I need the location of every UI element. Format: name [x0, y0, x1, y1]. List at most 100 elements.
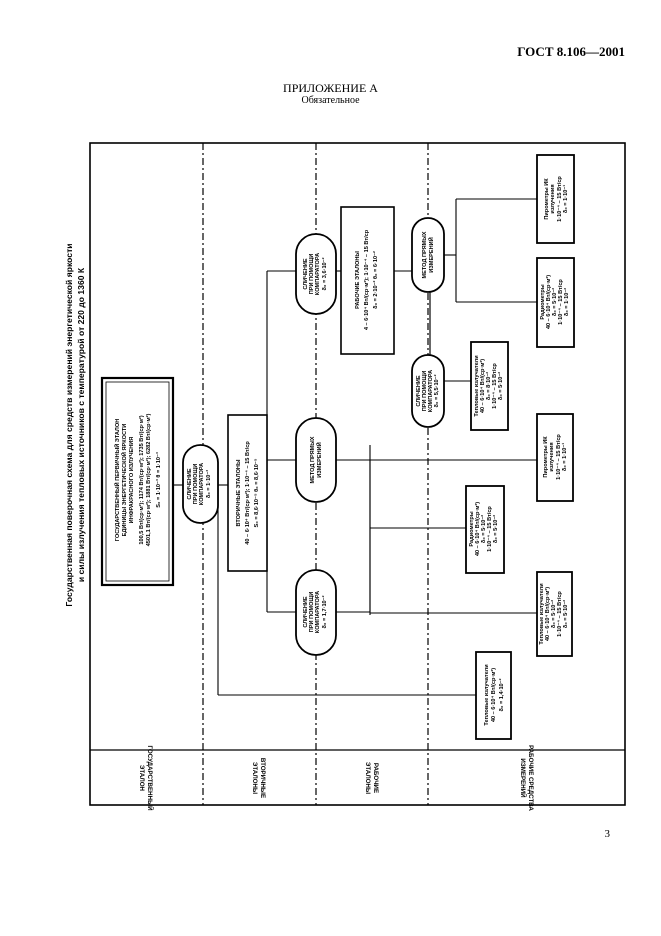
svg-text:40 – 6·10⁴ Вт/(ср·м²): 40 – 6·10⁴ Вт/(ср·м²) [544, 587, 551, 641]
svg-text:δ₀ = 5·10⁻²: δ₀ = 5·10⁻² [550, 600, 557, 628]
svg-text:КОМПАРАТОРА: КОМПАРАТОРА [315, 591, 321, 633]
instrument-box-3: Радиометры 40 – 6·10⁴ Вт/(ср·м²) δ₀ = 5·… [465, 485, 505, 574]
comparator-oval-working: СЛИЧЕНИЕ ПРИ ПОМОЩИ КОМПАРАТОРА δ₀ = 5,5… [411, 354, 445, 428]
diagram-title-line1: Государственная поверочная схема для сре… [64, 243, 74, 606]
svg-text:δ₀ = 3,6·10⁻²: δ₀ = 3,6·10⁻² [321, 257, 328, 290]
svg-text:Пирометры ИК: Пирометры ИК [544, 178, 550, 220]
svg-text:СЛИЧЕНИЕ: СЛИЧЕНИЕ [416, 375, 422, 407]
svg-text:δ₀ = 1,7·10⁻²: δ₀ = 1,7·10⁻² [321, 595, 328, 628]
svg-text:ЕДИНИЦЫ ЭНЕРГЕТИЧЕСКОЙ ЯРКОСТИ: ЕДИНИЦЫ ЭНЕРГЕТИЧЕСКОЙ ЯРКОСТИ [120, 424, 128, 537]
svg-text:δ₀ = 5·10⁻²: δ₀ = 5·10⁻² [492, 515, 499, 543]
svg-text:1·10⁻⁴ – 15 Вт/ср: 1·10⁻⁴ – 15 Вт/ср [558, 279, 564, 325]
svg-text:40 – 6·10⁴ Вт/(ср·м²); 1·10⁻⁴: 40 – 6·10⁴ Вт/(ср·м²); 1·10⁻⁴ – 15 Вт/ср [244, 441, 251, 545]
svg-text:СЛИЧЕНИЕ: СЛИЧЕНИЕ [303, 596, 309, 628]
comparator-oval-primary: СЛИЧЕНИЕ ПРИ ПОМОЩИ КОМПАРАТОРА δ₀ = 1·1… [182, 444, 219, 524]
svg-text:КОМПАРАТОРА: КОМПАРАТОРА [315, 253, 321, 295]
svg-text:40 – 6·10⁴ Вт/(ср·м²): 40 – 6·10⁴ Вт/(ср·м²) [490, 668, 497, 722]
appendix-status: Обязательное [301, 95, 360, 106]
svg-text:Тепловые излучатели: Тепловые излучатели [474, 355, 480, 417]
level-label-state: ГОСУДАРСТВЕННЫЙ ЭТАЛОН [138, 745, 154, 811]
svg-text:ПРИ ПОМОЩИ: ПРИ ПОМОЩИ [309, 254, 315, 294]
svg-text:ПРИ ПОМОЩИ: ПРИ ПОМОЩИ [193, 464, 199, 504]
diagram-title-line2: и силы излучения тепловых источников с т… [76, 267, 86, 582]
svg-text:ИНФРАКРАСНОГО ИЗЛУЧЕНИЯ: ИНФРАКРАСНОГО ИЗЛУЧЕНИЯ [129, 437, 135, 524]
appendix-title: ПРИЛОЖЕНИЕ А [283, 81, 378, 95]
svg-text:ПРИ ПОМОЩИ: ПРИ ПОМОЩИ [309, 592, 315, 632]
svg-text:КОМПАРАТОРА: КОМПАРАТОРА [428, 370, 434, 412]
svg-text:ЭТАЛОН: ЭТАЛОН [138, 765, 145, 791]
svg-text:ПРИ ПОМОЩИ: ПРИ ПОМОЩИ [422, 371, 428, 411]
page-number: 3 [604, 828, 611, 840]
svg-text:ГОСУДАРСТВЕННЫЙ ПЕРВИЧНЫЙ ЭТАЛ: ГОСУДАРСТВЕННЫЙ ПЕРВИЧНЫЙ ЭТАЛОН [113, 419, 121, 541]
svg-text:МЕТОД ПРЯМЫХ: МЕТОД ПРЯМЫХ [310, 436, 316, 483]
direct-measurement-oval-working: МЕТОД ПРЯМЫХ ИЗМЕРЕНИЙ [411, 217, 445, 293]
svg-text:РАБОЧИЕ СРЕДСТВА: РАБОЧИЕ СРЕДСТВА [527, 745, 534, 811]
svg-text:МЕТОД ПРЯМЫХ: МЕТОД ПРЯМЫХ [422, 231, 428, 278]
svg-text:4501,1 Вт/(ср·м²); 1881 Вт/(ср: 4501,1 Вт/(ср·м²); 1881 Вт/(ср·м²); 6282… [145, 414, 152, 547]
svg-text:δ₀ = 5·10⁻²: δ₀ = 5·10⁻² [562, 600, 569, 628]
diagram-title: Государственная поверочная схема для сре… [64, 243, 86, 606]
svg-text:КОМПАРАТОРА: КОМПАРАТОРА [199, 463, 205, 505]
instrument-box-5: Тепловые излучатели 40 – 6·10⁴ Вт/(ср·м²… [470, 341, 509, 431]
instrument-box-2: Тепловые излучатели 40 – 6·10⁴ Вт/(ср·м²… [536, 571, 573, 657]
level-label-working-instruments: РАБОЧИЕ СРЕДСТВА ИЗМЕРЕНИЙ [519, 745, 534, 811]
svg-text:4 – 6·10⁴ Вт/(ср·м²); 1·10⁻⁴ –: 4 – 6·10⁴ Вт/(ср·м²); 1·10⁻⁴ – 15 Вт/ср [363, 229, 370, 330]
direct-measurement-oval: МЕТОД ПРЯМЫХ ИЗМЕРЕНИЙ [295, 417, 337, 503]
svg-text:δ₀ = 5·10⁻²: δ₀ = 5·10⁻² [480, 515, 487, 543]
level-label-working: РАБОЧИЕ ЭТАЛОНЫ [364, 762, 379, 794]
svg-text:40 – 6·10⁴ Вт/(ср·м²): 40 – 6·10⁴ Вт/(ср·м²) [479, 359, 486, 413]
svg-text:S₀ = 1·10⁻³ θ = 1·10⁻³: S₀ = 1·10⁻³ θ = 1·10⁻³ [155, 452, 162, 508]
svg-text:δ₀ = 8·10⁻²: δ₀ = 8·10⁻² [485, 372, 492, 400]
svg-text:δ₀ = 1·10⁻¹: δ₀ = 1·10⁻¹ [562, 185, 569, 213]
svg-text:ИЗМЕРЕНИЙ: ИЗМЕРЕНИЙ [427, 237, 435, 272]
svg-text:СЛИЧЕНИЕ: СЛИЧЕНИЕ [303, 258, 309, 290]
level-label-secondary: ВТОРИЧНЫЕ ЭТАЛОНЫ [251, 758, 266, 798]
primary-standard-box: ГОСУДАРСТВЕННЫЙ ПЕРВИЧНЫЙ ЭТАЛОН ЕДИНИЦЫ… [100, 376, 175, 587]
svg-text:1·10⁻⁴ – 15 Вт/ср: 1·10⁻⁴ – 15 Вт/ср [557, 176, 563, 222]
svg-text:ЭТАЛОНЫ: ЭТАЛОНЫ [364, 762, 371, 794]
svg-text:δ₀ = 5·10⁻²: δ₀ = 5·10⁻² [551, 288, 558, 316]
svg-text:S₀ = 8,6·10⁻⁵ θ₀ = 8,6·10⁻⁵: S₀ = 8,6·10⁻⁵ θ₀ = 8,6·10⁻⁵ [254, 458, 260, 527]
svg-text:100,5 Вт/(ср·м²); 1174 Вт/(ср·: 100,5 Вт/(ср·м²); 1174 Вт/(ср·м²); 1735 … [138, 415, 145, 544]
svg-text:1·10⁻⁴ – 15 Вт/ср: 1·10⁻⁴ – 15 Вт/ср [557, 591, 563, 637]
svg-text:Пирометры ИК: Пирометры ИК [543, 436, 549, 478]
svg-text:ГОСУДАРСТВЕННЫЙ: ГОСУДАРСТВЕННЫЙ [146, 745, 154, 811]
svg-text:РАБОЧИЕ: РАБОЧИЕ [372, 763, 379, 793]
svg-text:δ₀ = 2·10⁻² θ₀ = 6·10⁻²: δ₀ = 2·10⁻² θ₀ = 6·10⁻² [372, 251, 379, 309]
svg-text:излучения: излучения [550, 184, 556, 213]
svg-text:СЛИЧЕНИЕ: СЛИЧЕНИЕ [187, 468, 193, 500]
instrument-box-1: Тепловые излучатели 40 – 6·10⁴ Вт/(ср·м²… [475, 651, 512, 740]
svg-text:ВТОРИЧНЫЕ: ВТОРИЧНЫЕ [259, 758, 266, 798]
comparator-oval-secondary-right: СЛИЧЕНИЕ ПРИ ПОМОЩИ КОМПАРАТОРА δ₀ = 3,6… [295, 233, 337, 315]
secondary-standard-box: ВТОРИЧНЫЕ ЭТАЛОНЫ 40 – 6·10⁴ Вт/(ср·м²);… [227, 414, 268, 572]
svg-text:δ₀ = 5·10⁻²: δ₀ = 5·10⁻² [497, 372, 504, 400]
svg-text:РАБОЧИЕ ЭТАЛОНЫ: РАБОЧИЕ ЭТАЛОНЫ [355, 251, 361, 309]
svg-text:δ₀ = 5,5·10⁻²: δ₀ = 5,5·10⁻² [433, 374, 440, 407]
svg-text:Тепловые излучатели: Тепловые излучатели [484, 664, 490, 726]
svg-text:δ₀ = 1·10⁻³: δ₀ = 1·10⁻³ [205, 470, 212, 498]
svg-text:1·10⁻⁴ – 15 Вт/ср: 1·10⁻⁴ – 15 Вт/ср [492, 363, 498, 409]
svg-text:40 – 6·10⁴ Вт/(ср·м²): 40 – 6·10⁴ Вт/(ср·м²) [474, 502, 481, 556]
svg-text:40 – 6·10⁴ Вт/(ср·м²): 40 – 6·10⁴ Вт/(ср·м²) [545, 275, 552, 329]
svg-text:ВТОРИЧНЫЕ ЭТАЛОНЫ: ВТОРИЧНЫЕ ЭТАЛОНЫ [236, 459, 242, 526]
svg-text:δ₀ = 1·10⁻¹: δ₀ = 1·10⁻¹ [561, 443, 568, 471]
svg-text:δ₀ = 1·10⁻²: δ₀ = 1·10⁻² [563, 288, 570, 316]
svg-text:ИЗМЕРЕНИЙ: ИЗМЕРЕНИЙ [519, 758, 527, 798]
svg-text:Тепловые излучатели: Тепловые излучатели [539, 583, 545, 645]
instrument-box-4: Пирометры ИК излучения 1·10⁻⁴ – 15 Вт/ср… [536, 413, 574, 502]
standard-code: ГОСТ 8.106—2001 [517, 44, 625, 59]
working-standard-box: РАБОЧИЕ ЭТАЛОНЫ 4 – 6·10⁴ Вт/(ср·м²); 1·… [340, 206, 395, 355]
svg-text:излучения: излучения [549, 442, 555, 471]
svg-text:Радиометры: Радиометры [540, 284, 546, 319]
comparator-oval-secondary-left: СЛИЧЕНИЕ ПРИ ПОМОЩИ КОМПАРАТОРА δ₀ = 1,7… [295, 569, 337, 656]
diagram-frame [89, 142, 626, 806]
svg-text:ИЗМЕРЕНИЙ: ИЗМЕРЕНИЙ [315, 442, 323, 477]
instrument-box-7: Пирометры ИК излучения 1·10⁻⁴ – 15 Вт/ср… [536, 154, 575, 244]
svg-text:1·10⁻⁴ – 15 Вт/ср: 1·10⁻⁴ – 15 Вт/ср [556, 434, 562, 480]
instrument-box-6: Радиометры 40 – 6·10⁴ Вт/(ср·м²) δ₀ = 5·… [536, 257, 575, 348]
svg-text:1·10⁻⁴ – 15 Вт/ср: 1·10⁻⁴ – 15 Вт/ср [487, 506, 493, 552]
svg-text:ЭТАЛОНЫ: ЭТАЛОНЫ [251, 762, 258, 794]
svg-text:δ₀ = 1,4·10⁻²: δ₀ = 1,4·10⁻² [498, 678, 505, 711]
svg-text:Радиометры: Радиометры [469, 511, 475, 546]
